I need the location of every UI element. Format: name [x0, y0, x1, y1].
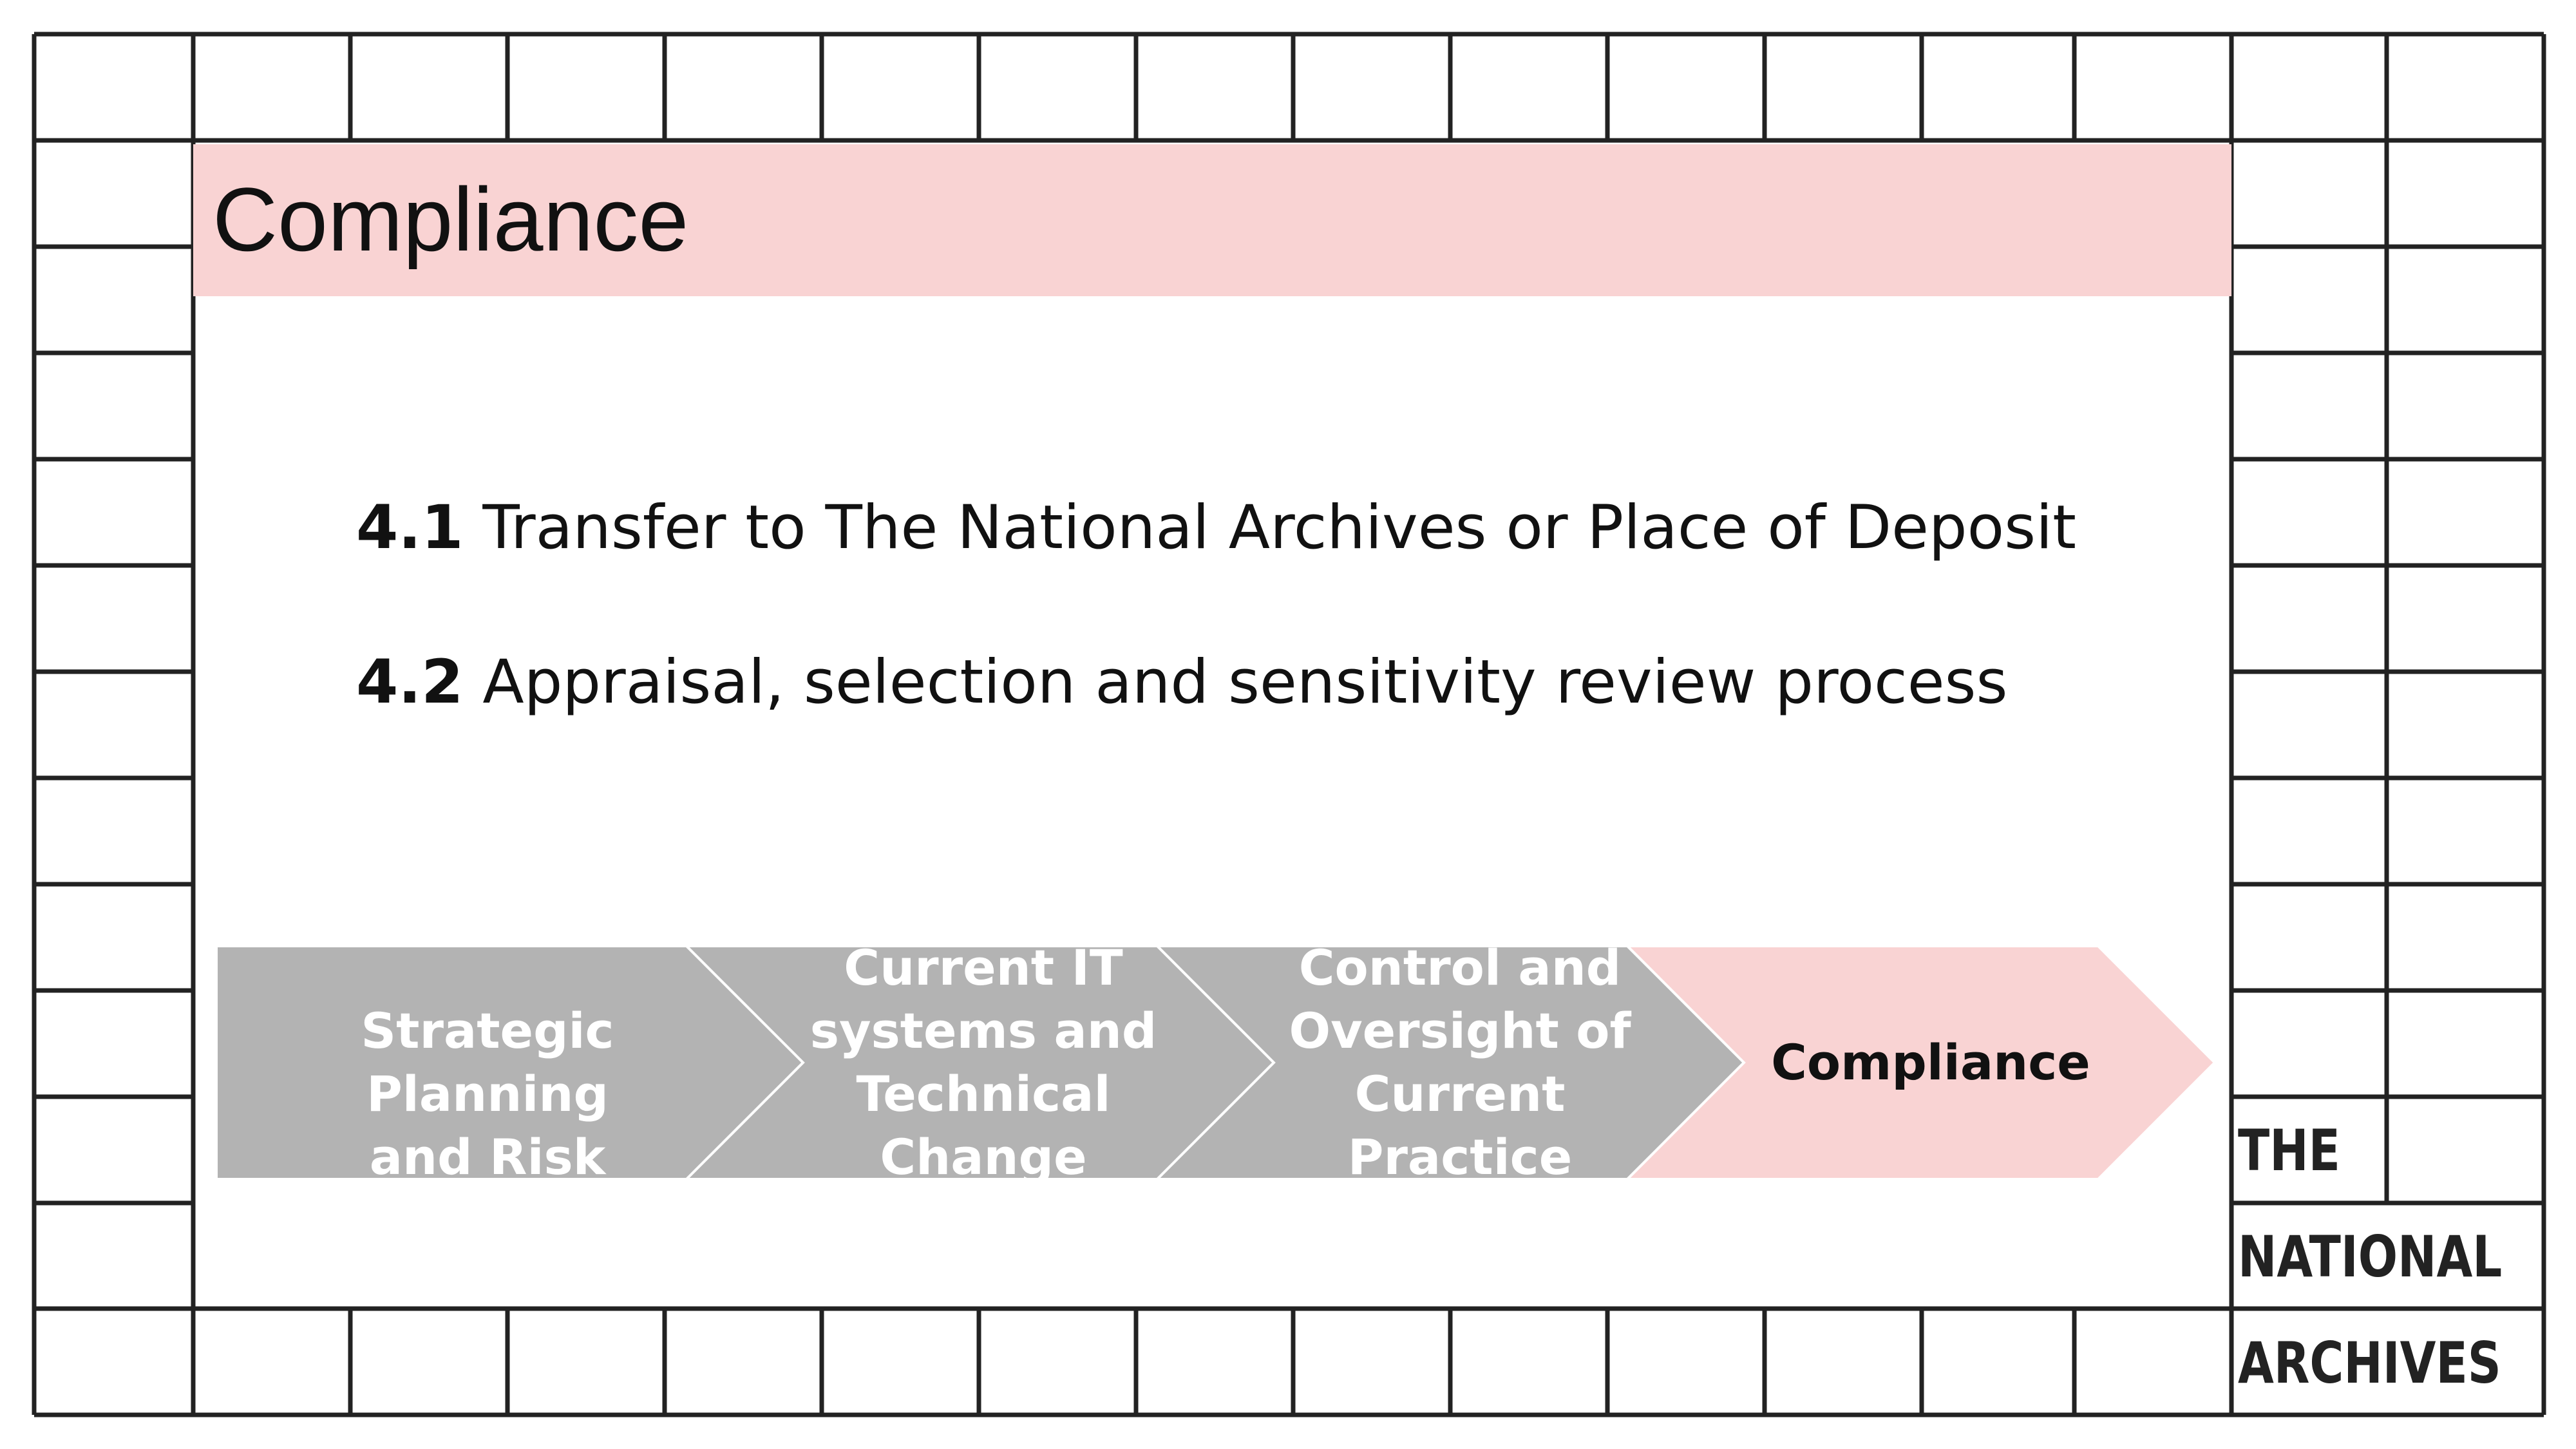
step-label-active: Compliance [1771, 1034, 2090, 1091]
step-label: Strategic Planning and Risk [361, 1002, 614, 1186]
list-item: 4.1 Transfer to The National Archives or… [356, 489, 2076, 567]
item-number: 4.1 [356, 493, 464, 563]
step-label: Current IT systems and Technical Change [810, 939, 1157, 1186]
chevron-step-4 [1624, 945, 2217, 1180]
logo-line: THE [2238, 1117, 2340, 1184]
logo-line: ARCHIVES [2238, 1330, 2501, 1396]
item-text: Appraisal, selection and sensitivity rev… [482, 647, 2008, 717]
step-label: Control and Oversight of Current Practic… [1289, 939, 1631, 1186]
item-number: 4.2 [356, 647, 464, 717]
list-item: 4.2 Appraisal, selection and sensitivity… [356, 644, 2008, 721]
item-text: Transfer to The National Archives or Pla… [482, 493, 2077, 563]
page-title: Compliance [213, 169, 689, 270]
title-band [193, 144, 2231, 296]
logo-line: NATIONAL [2238, 1224, 2503, 1290]
